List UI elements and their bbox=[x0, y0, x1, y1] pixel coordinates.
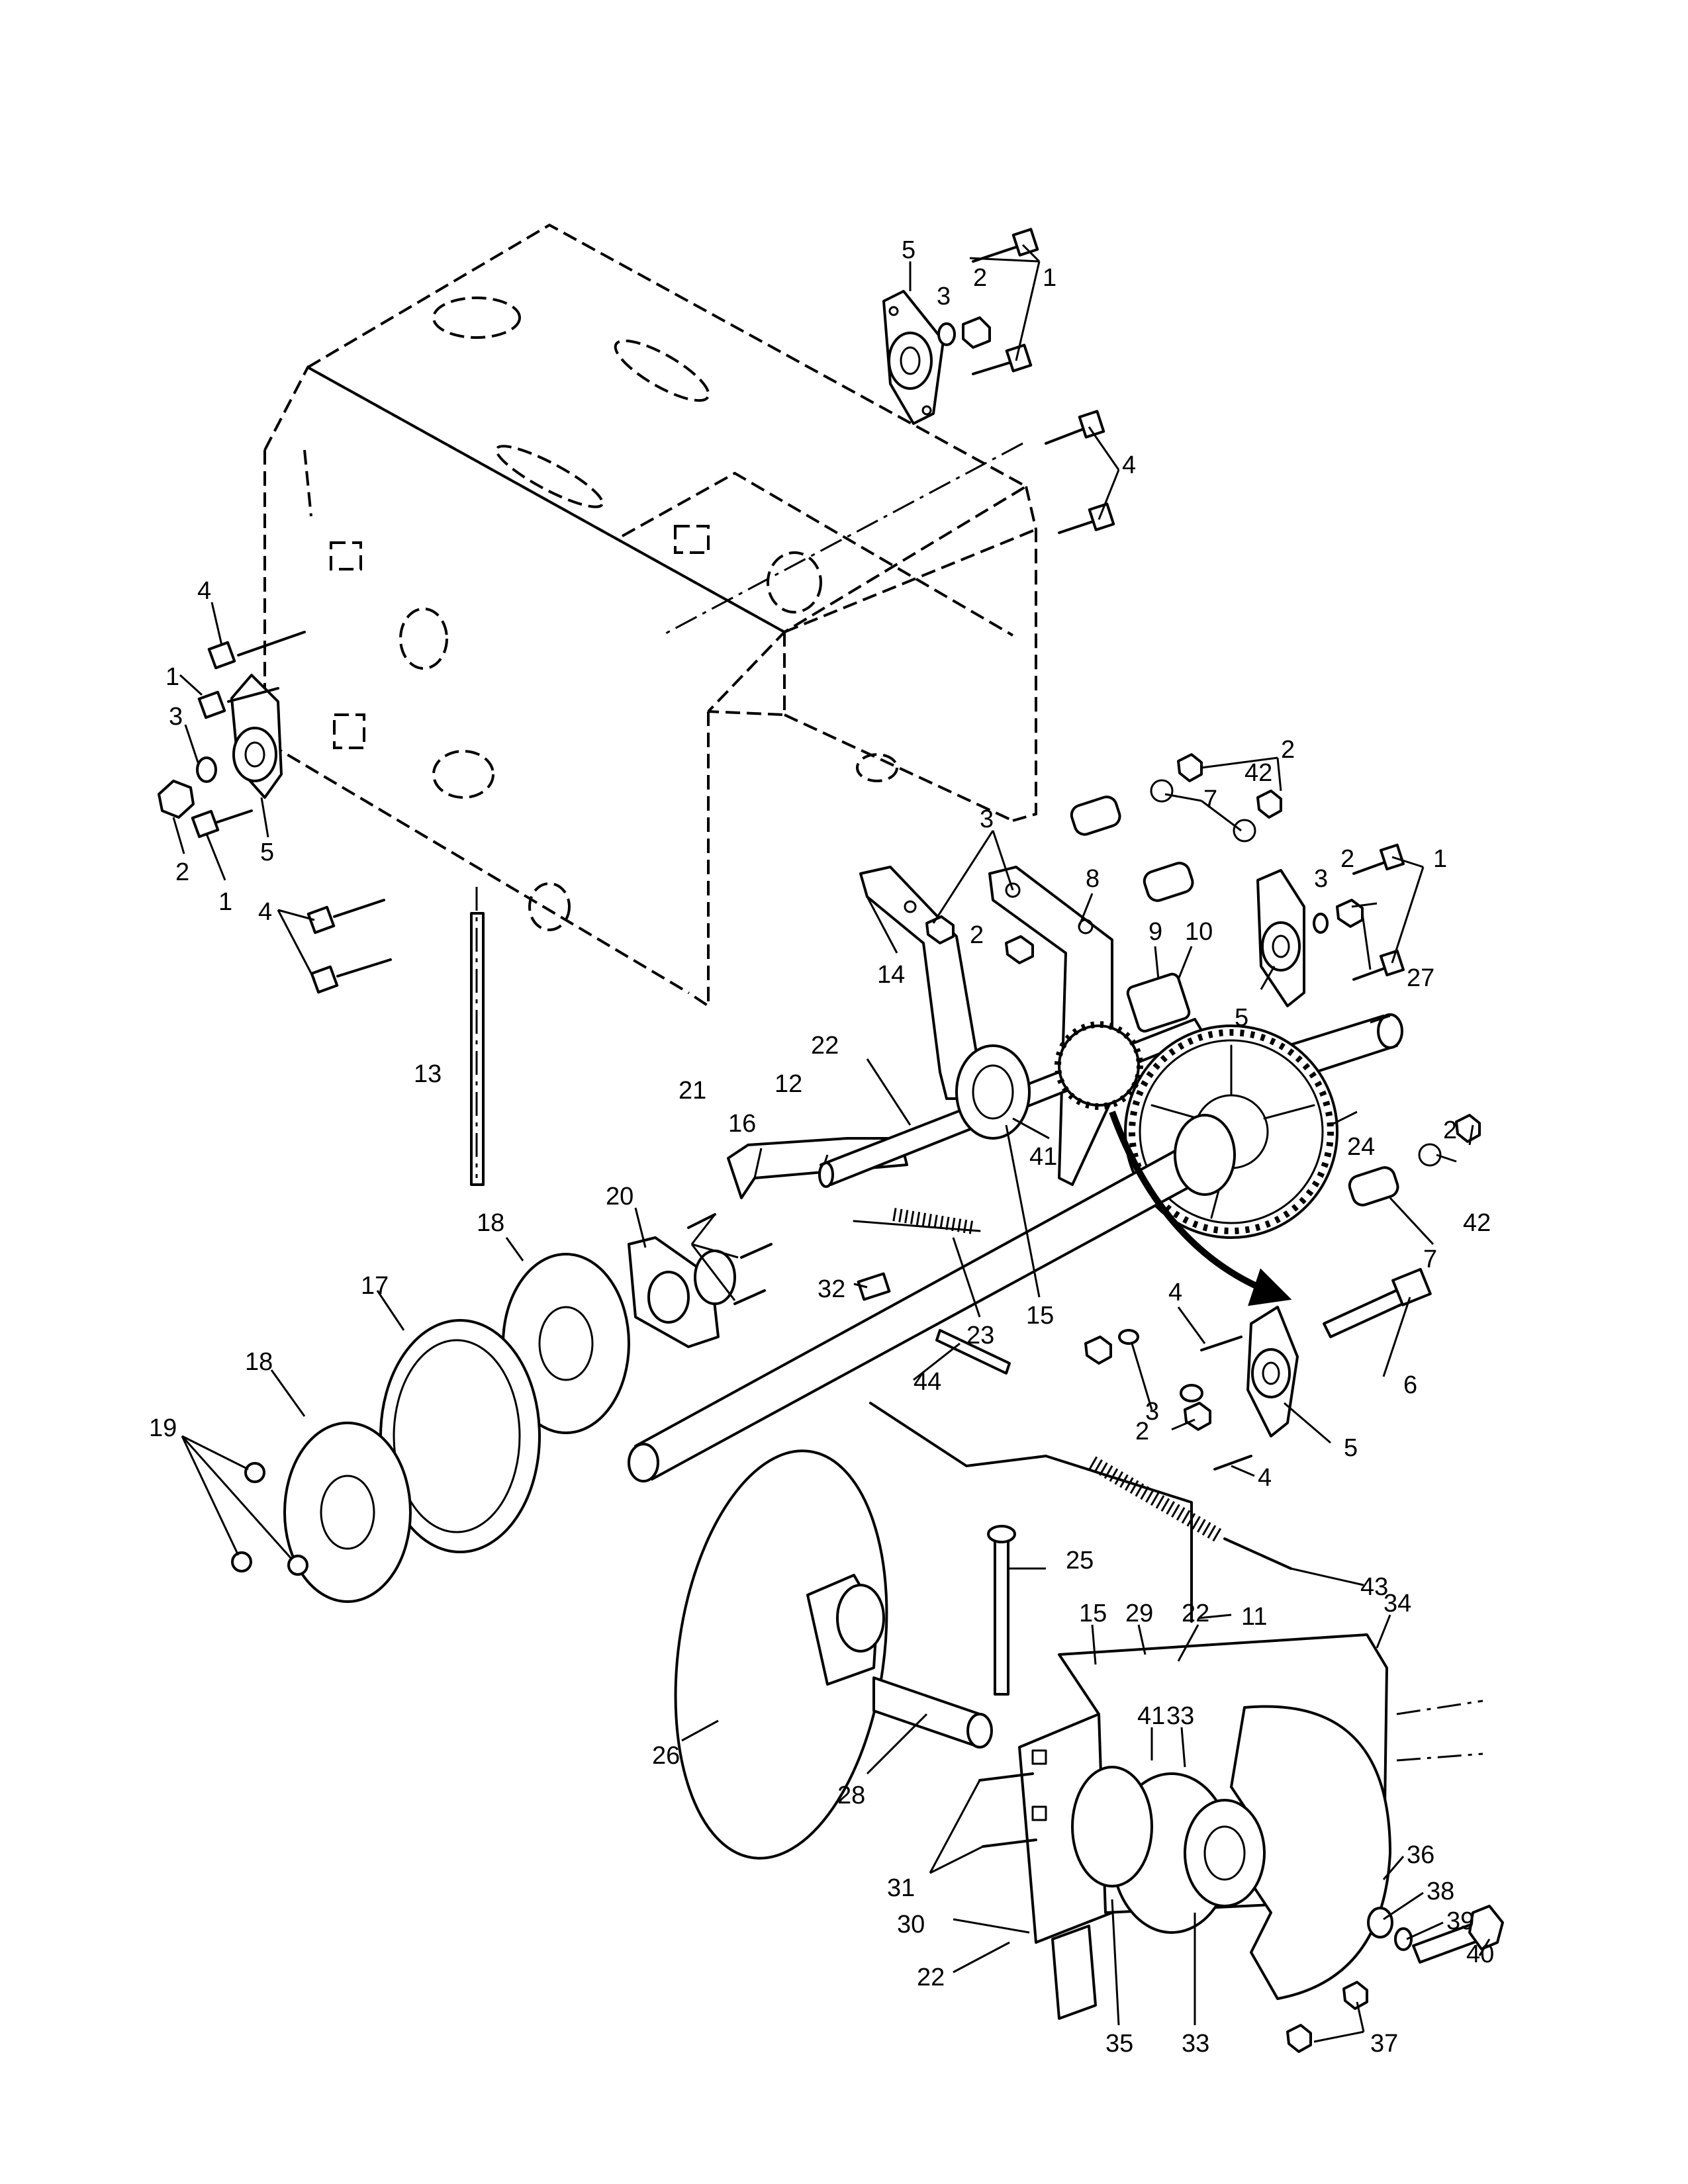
callout-27: 27 bbox=[1407, 964, 1434, 992]
callout-7: 7 bbox=[1423, 1246, 1437, 1273]
callout-18: 18 bbox=[245, 1348, 273, 1376]
callout-3: 3 bbox=[169, 703, 183, 731]
callout-4: 4 bbox=[1122, 451, 1136, 479]
callout-29: 29 bbox=[1125, 1600, 1153, 1627]
callout-33: 33 bbox=[1166, 1702, 1194, 1730]
gear-train bbox=[628, 972, 1403, 1482]
callout-1: 1 bbox=[1433, 845, 1447, 873]
callout-35: 35 bbox=[1105, 2030, 1133, 2058]
callout-1: 1 bbox=[165, 663, 179, 691]
callout-37: 37 bbox=[1370, 2030, 1398, 2058]
callout-5: 5 bbox=[902, 236, 915, 264]
callout-3: 3 bbox=[937, 283, 951, 310]
callout-21: 21 bbox=[679, 1077, 706, 1105]
callout-26: 26 bbox=[652, 1742, 680, 1770]
callout-4: 4 bbox=[1258, 1464, 1272, 1492]
top-bearing-assembly bbox=[661, 228, 1115, 637]
callout-32: 32 bbox=[818, 1275, 845, 1303]
callout-2: 2 bbox=[970, 921, 984, 949]
callout-28: 28 bbox=[837, 1782, 865, 1809]
callout-38: 38 bbox=[1427, 1878, 1454, 1905]
callout-18: 18 bbox=[477, 1209, 504, 1237]
callout-33: 33 bbox=[1182, 2030, 1209, 2058]
callout-25: 25 bbox=[1066, 1547, 1094, 1574]
callout-15: 15 bbox=[1079, 1600, 1107, 1627]
callout-11: 11 bbox=[1241, 1603, 1267, 1631]
callout-2: 2 bbox=[1443, 1116, 1457, 1144]
callout-30: 30 bbox=[897, 1911, 925, 1938]
callout-44: 44 bbox=[914, 1368, 941, 1396]
callout-19: 19 bbox=[149, 1414, 177, 1442]
callout-22: 22 bbox=[811, 1032, 839, 1060]
callout-1: 1 bbox=[1043, 264, 1056, 292]
shaft-13 bbox=[470, 887, 485, 1186]
callout-2: 2 bbox=[1340, 845, 1354, 873]
callout-31: 31 bbox=[887, 1874, 915, 1902]
callout-2: 2 bbox=[1281, 736, 1295, 764]
callout-15: 15 bbox=[1026, 1302, 1054, 1330]
callout-4: 4 bbox=[1168, 1279, 1182, 1306]
callout-2: 2 bbox=[175, 858, 189, 886]
drive-bracket-assembly bbox=[727, 753, 1481, 1206]
callout-14: 14 bbox=[877, 961, 905, 989]
callout-12: 12 bbox=[774, 1070, 802, 1098]
left-bearing-assembly bbox=[158, 631, 392, 994]
callout-4: 4 bbox=[197, 577, 211, 605]
callout-5: 5 bbox=[1235, 1004, 1248, 1032]
callout-24: 24 bbox=[1347, 1133, 1375, 1161]
callout-36: 36 bbox=[1407, 1841, 1434, 1869]
callout-39: 39 bbox=[1446, 1907, 1474, 1935]
callout-17: 17 bbox=[361, 1272, 389, 1300]
callout-6: 6 bbox=[1403, 1371, 1417, 1399]
callout-2: 2 bbox=[973, 264, 987, 292]
callout-42: 42 bbox=[1463, 1209, 1491, 1237]
callout-7: 7 bbox=[1203, 786, 1217, 813]
callout-labels: 5 1 3 2 4 4 1 3 2 1 5 4 13 2 42 7 3 8 2 … bbox=[149, 236, 1494, 2058]
callout-40: 40 bbox=[1466, 1940, 1494, 1968]
callout-2: 2 bbox=[1135, 1418, 1149, 1445]
callout-16: 16 bbox=[728, 1110, 756, 1138]
callout-4: 4 bbox=[258, 898, 272, 926]
lower-frame-assembly bbox=[978, 1633, 1504, 2053]
callout-3: 3 bbox=[1145, 1398, 1159, 1426]
callout-13: 13 bbox=[414, 1060, 442, 1088]
callout-10: 10 bbox=[1185, 918, 1213, 946]
callout-23: 23 bbox=[966, 1322, 994, 1349]
callout-22: 22 bbox=[917, 1964, 945, 1991]
callout-1: 1 bbox=[218, 888, 232, 916]
callout-41: 41 bbox=[1137, 1702, 1165, 1730]
callout-5: 5 bbox=[260, 839, 274, 866]
callout-3: 3 bbox=[1314, 865, 1328, 893]
callout-20: 20 bbox=[606, 1183, 633, 1210]
friction-disc-assembly bbox=[674, 1449, 993, 1860]
clutch-pulley-stack bbox=[231, 1213, 773, 1603]
leader-lines bbox=[172, 244, 1491, 2043]
callout-41: 41 bbox=[1029, 1143, 1057, 1171]
callout-5: 5 bbox=[1344, 1434, 1358, 1462]
callout-42: 42 bbox=[1244, 759, 1272, 787]
callout-22: 22 bbox=[1182, 1600, 1209, 1627]
right-mid-bearing-assembly bbox=[1256, 843, 1405, 1007]
callout-43: 43 bbox=[1360, 1573, 1388, 1601]
callout-34: 34 bbox=[1383, 1590, 1411, 1617]
callout-3: 3 bbox=[980, 805, 994, 833]
callout-8: 8 bbox=[1086, 865, 1100, 893]
housing-outline bbox=[263, 223, 1037, 1009]
callout-9: 9 bbox=[1149, 918, 1162, 946]
springs-and-rods bbox=[853, 1208, 1292, 1696]
